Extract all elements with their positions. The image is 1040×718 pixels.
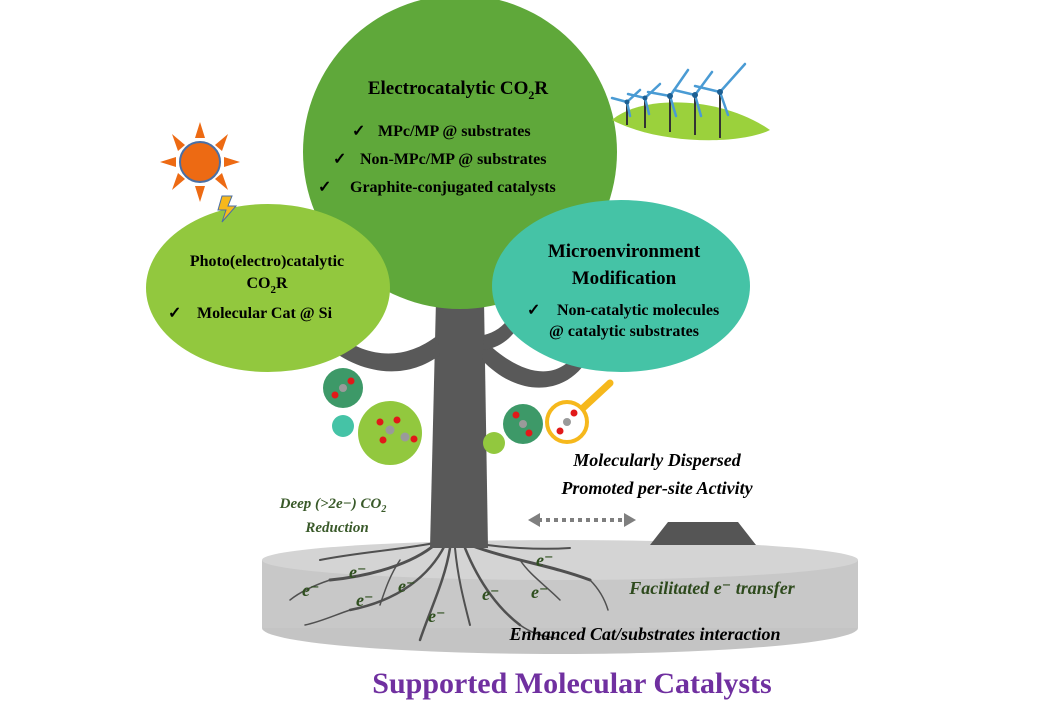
bubble-microenvironment — [492, 200, 750, 372]
decor-circle-green — [483, 432, 505, 454]
molecule-circle-2 — [358, 401, 422, 465]
center-item-2: Non-MPc/MP @ substrates — [360, 151, 546, 168]
right-bubble-title-line2: Modification — [572, 268, 677, 289]
tree-trunk — [430, 300, 488, 548]
electron-label: e⁻ — [356, 590, 374, 610]
bubble-photoelectrocatalytic — [146, 204, 390, 372]
ground-ellipse-top — [262, 540, 858, 580]
molecule-circle-3 — [503, 404, 543, 444]
wind-turbines-icon — [610, 62, 770, 141]
tree-branch-left — [320, 330, 440, 372]
left-item-1: Molecular Cat @ Si — [197, 305, 333, 322]
tree-branch-right — [482, 340, 590, 388]
right-item-line2: @ catalytic substrates — [549, 323, 699, 340]
check-icon: ✓ — [527, 302, 540, 319]
enhanced-interaction-label: Enhanced Cat/substrates interaction — [508, 624, 780, 644]
deep-reduction-line2: Reduction — [304, 520, 368, 536]
electron-label: e⁻ — [536, 550, 554, 570]
check-icon: ✓ — [352, 123, 365, 140]
check-icon: ✓ — [168, 305, 181, 322]
right-item-line1: Non-catalytic molecules — [557, 302, 719, 319]
check-icon: ✓ — [333, 151, 346, 168]
deep-reduction-line1: Deep (>2e−) CO2 — [279, 496, 387, 515]
magnifier-icon — [545, 379, 614, 444]
center-item-1: MPc/MP @ substrates — [378, 123, 531, 140]
electron-label: e⁻ — [482, 584, 500, 604]
tree-branch-right-upper — [484, 285, 526, 350]
lightning-icon — [217, 195, 238, 223]
tree-roots — [289, 538, 609, 642]
left-bubble-title-line1: Photo(electro)catalytic — [190, 253, 344, 270]
main-title: Supported Molecular Catalysts — [372, 667, 771, 700]
molecule-circle-1 — [323, 368, 363, 408]
electron-label: e⁻ — [398, 576, 416, 596]
sun-icon — [160, 122, 240, 202]
left-bubble-title-line2: CO2R — [246, 275, 288, 296]
dispersed-line1: Molecularly Dispersed — [572, 450, 741, 470]
electron-label: e⁻ — [349, 562, 367, 582]
double-arrow-icon — [528, 513, 636, 527]
right-bubble-title-line1: Microenvironment — [548, 241, 701, 262]
dispersed-line2: Promoted per-site Activity — [560, 478, 753, 498]
facilitated-transfer-label: Facilitated e⁻ transfer — [628, 578, 795, 598]
substrate-block — [650, 522, 756, 545]
electron-label: e⁻ — [302, 580, 320, 600]
decor-circle-teal — [332, 415, 354, 437]
center-bubble-title: Electrocatalytic CO2R — [368, 78, 549, 102]
check-icon: ✓ — [318, 179, 331, 196]
electron-label: e⁻ — [428, 606, 446, 626]
electron-label: e⁻ — [531, 582, 549, 602]
center-item-3: Graphite-conjugated catalysts — [350, 179, 556, 196]
